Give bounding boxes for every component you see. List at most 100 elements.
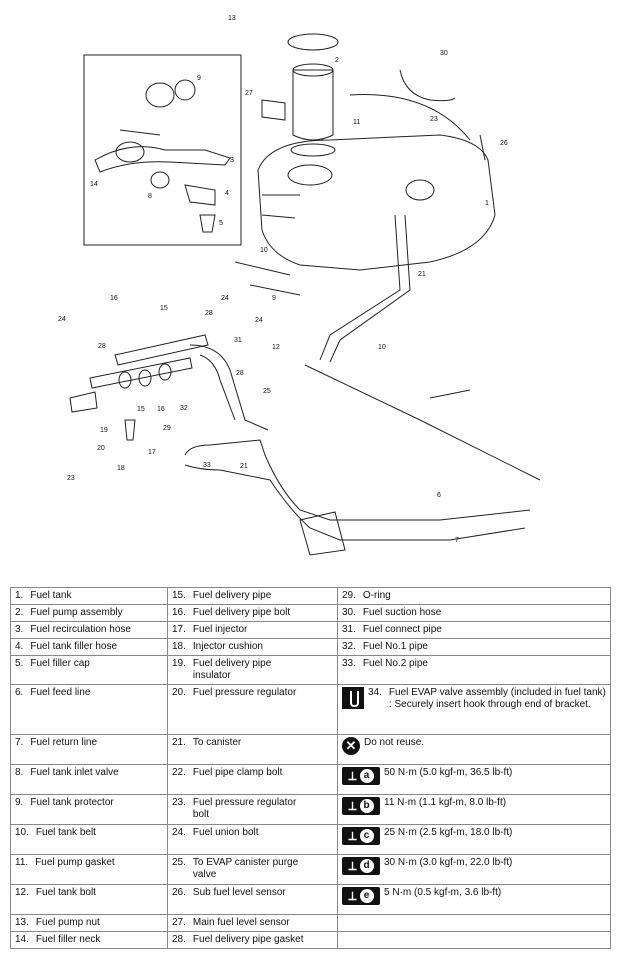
- legend-description: To EVAP canister purge valve: [192, 857, 299, 880]
- legend-cell: 15.Fuel delivery pipe: [167, 587, 338, 605]
- svg-text:31: 31: [234, 337, 242, 344]
- legend-number: 4.: [15, 641, 24, 652]
- legend-number: 27.: [172, 917, 186, 928]
- legend-number: 32.: [342, 641, 356, 652]
- legend-cell: 7.Fuel return line: [10, 734, 168, 765]
- legend-cell: 25. To EVAP canister purge valve: [167, 854, 338, 885]
- legend-description: Fuel injector: [192, 624, 248, 635]
- legend-number: 26.: [172, 887, 186, 898]
- legend-body: 1. Fuel tank 15.Fuel delivery pipe 29. O-rin…: [10, 587, 611, 949]
- legend-description: Fuel filler cap: [30, 658, 90, 669]
- svg-text:8: 8: [148, 193, 152, 200]
- svg-text:25: 25: [263, 388, 271, 395]
- legend-number: 11.: [15, 857, 29, 868]
- legend-cell: 13.Fuel pump nut: [10, 914, 168, 932]
- legend-cell: 31.Fuel connect pipe: [337, 621, 611, 639]
- legend-cell: 24.Fuel union bolt: [167, 824, 338, 855]
- legend-cell: 30.Fuel suction hose: [337, 604, 611, 622]
- svg-text:13: 13: [228, 15, 236, 22]
- legend-row: 1. Fuel tank 15.Fuel delivery pipe 29. O-rin…: [10, 587, 611, 605]
- legend-description: Fuel tank inlet valve: [30, 767, 119, 778]
- legend-number: 17.: [172, 624, 186, 635]
- svg-text:14: 14: [90, 181, 98, 188]
- legend-description: Fuel return line: [30, 737, 98, 748]
- svg-text:11: 11: [353, 119, 360, 126]
- legend-description: 30 N·m (3.0 kgf-m, 22.0 lb-ft): [384, 857, 513, 868]
- pump-flange: [287, 33, 339, 51]
- legend-description: Fuel union bolt: [192, 827, 259, 838]
- legend-description: Sub fuel level sensor: [192, 887, 286, 898]
- legend-number: 29.: [342, 590, 356, 601]
- legend-cell: 3.Fuel recirculation hose: [10, 621, 168, 639]
- legend-number: 6.: [15, 687, 24, 698]
- legend-number: 19.: [172, 658, 186, 669]
- legend-cell: 22.Fuel pipe clamp bolt: [167, 764, 338, 795]
- legend-description: Fuel filler neck: [35, 934, 101, 945]
- svg-text:24: 24: [58, 316, 66, 323]
- svg-text:33: 33: [203, 462, 211, 469]
- svg-text:28: 28: [98, 343, 106, 350]
- svg-text:15: 15: [160, 305, 168, 312]
- legend-cell: [337, 931, 611, 949]
- legend-description: Fuel No.1 pipe: [362, 641, 428, 652]
- svg-text:1: 1: [485, 200, 489, 207]
- legend-description: 5 N·m (0.5 kgf-m, 3.6 lb-ft): [384, 887, 502, 898]
- legend-description: Fuel pump gasket: [35, 857, 115, 868]
- svg-text:24: 24: [221, 295, 229, 302]
- legend-number: 1.: [15, 590, 24, 601]
- svg-text:18: 18: [117, 465, 125, 472]
- legend-number: 16.: [172, 607, 186, 618]
- fuel-system-exploded-diagram: 13 2 30 27 11 23 26 1 21 10 9 10 12 9 3 …: [58, 15, 541, 556]
- legend-cell: 20.Fuel pressure regulator: [167, 684, 338, 735]
- legend-cell: 4. Fuel tank filler hose: [10, 638, 168, 656]
- svg-text:28: 28: [236, 370, 244, 377]
- svg-text:4: 4: [225, 190, 229, 197]
- legend-cell: 5. Fuel filler cap: [10, 655, 168, 685]
- svg-text:12: 12: [272, 344, 280, 351]
- svg-text:9: 9: [197, 75, 201, 82]
- legend-number: 3.: [15, 624, 24, 635]
- legend-number: 22.: [172, 767, 186, 778]
- legend-cell: 21.To canister: [167, 734, 338, 765]
- legend-description: Fuel pressure regulator: [192, 687, 297, 698]
- legend-description: O-ring: [362, 590, 391, 601]
- legend-cell: 28.Fuel delivery pipe gasket: [167, 931, 338, 949]
- legend-cell: 1. Fuel tank: [10, 587, 168, 605]
- legend-number: 13.: [15, 917, 29, 928]
- legend-number: 5.: [15, 658, 24, 669]
- legend-number: 12.: [15, 887, 29, 898]
- filler-neck-shape: [94, 146, 231, 173]
- svg-text:16: 16: [157, 406, 165, 413]
- legend-cell: ⟂d 30 N·m (3.0 kgf-m, 22.0 lb-ft): [337, 854, 611, 885]
- svg-text:32: 32: [180, 405, 188, 412]
- svg-text:10: 10: [260, 247, 268, 254]
- svg-text:29: 29: [163, 425, 171, 432]
- legend-description: Fuel tank: [30, 590, 72, 601]
- legend-cell: 10.Fuel tank belt: [10, 824, 168, 855]
- do-not-reuse-icon: ✕: [342, 737, 360, 755]
- hook-icon: [342, 687, 364, 713]
- legend-description: Fuel tank filler hose: [30, 641, 118, 652]
- legend-cell: 19.Fuel delivery pipe insulator: [167, 655, 338, 685]
- svg-text:17: 17: [148, 449, 156, 456]
- legend-cell: 26. Sub fuel level sensor: [167, 884, 338, 915]
- svg-text:21: 21: [418, 271, 426, 278]
- legend-number: 33.: [342, 658, 356, 669]
- legend-cell: 27.Main fuel level sensor: [167, 914, 338, 932]
- legend-number: 23.: [172, 797, 186, 808]
- torque-d-icon: ⟂d: [342, 857, 380, 875]
- legend-cell: 11. Fuel pump gasket: [10, 854, 168, 885]
- legend-row: 5. Fuel filler cap 19.Fuel delivery pipe i…: [10, 655, 611, 685]
- fuel-feed-line: [319, 214, 401, 361]
- legend-number: 25.: [172, 857, 186, 868]
- legend-description: Fuel tank bolt: [35, 887, 96, 898]
- svg-text:16: 16: [110, 295, 118, 302]
- legend-number: 34.: [368, 687, 382, 698]
- svg-text:3: 3: [230, 157, 234, 164]
